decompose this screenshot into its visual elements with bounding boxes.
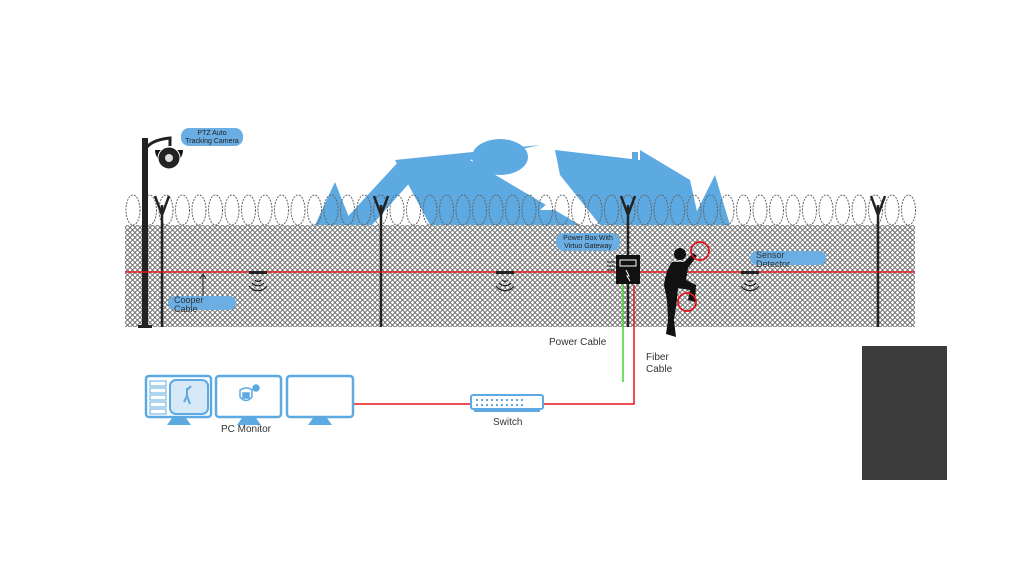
label-line: Sensor [756, 250, 785, 260]
switch-port [496, 404, 498, 406]
switch-port [496, 399, 498, 401]
power-box-icon [607, 255, 640, 284]
ptz-camera-label: PTZ Auto Tracking Camera [181, 128, 243, 146]
switch-port [486, 399, 488, 401]
switch-port [491, 399, 493, 401]
switch-port [486, 404, 488, 406]
switch-label: Switch [493, 417, 523, 428]
pc-monitor-label: PC Monitor [221, 424, 272, 435]
razor-coil [818, 194, 834, 226]
razor-coil [752, 194, 768, 226]
camera-view-person-icon [183, 385, 192, 405]
switch-port [491, 404, 493, 406]
razor-coil [175, 194, 190, 226]
sensor-detector-label: Sensor Detector [750, 250, 826, 269]
fiber-cable-line [353, 285, 635, 405]
monitor-icon [144, 374, 355, 419]
switch-port [506, 399, 508, 401]
label-line: Cable [646, 364, 673, 375]
label-line: Virtuo Gateway [564, 243, 612, 250]
label-line: Cable [174, 304, 198, 314]
server-list-icon [149, 379, 209, 415]
razor-coil [884, 194, 900, 226]
label-line: Power Box With [563, 235, 613, 242]
sensor-icon [248, 271, 268, 292]
razor-coil [802, 194, 817, 226]
power-cable-label: Power Cable [549, 337, 607, 348]
razor-coil [851, 194, 867, 226]
label-line: Tracking Camera [185, 138, 239, 145]
razor-coil [241, 194, 256, 226]
house-background [315, 139, 730, 225]
power-box-label: Power Box With Virtuo Gateway [556, 233, 620, 251]
razor-coil [208, 194, 223, 226]
razor-coil [191, 194, 207, 226]
switch-port [501, 404, 503, 406]
switch-port [516, 399, 518, 401]
label-line: PTZ Auto [197, 130, 227, 137]
switch-port [521, 399, 523, 401]
intruder-silhouette [664, 248, 697, 337]
switch-port [511, 399, 513, 401]
label-line: Detector [756, 259, 791, 269]
switch-port [506, 404, 508, 406]
cooper-cable-label: Cooper Cable [168, 295, 236, 314]
ptz-camera-icon [138, 136, 183, 328]
label-line: Fiber [646, 352, 669, 363]
chain-link-fence [125, 225, 915, 327]
razor-coil [224, 194, 240, 226]
fiber-cable-label: Fiber Cable [646, 352, 672, 376]
sensor-icon [495, 271, 515, 292]
alert-circle-foot [677, 292, 697, 312]
dark-panel [862, 346, 947, 480]
razor-coil [290, 194, 306, 226]
switch-port [501, 399, 503, 401]
switch-port [476, 404, 478, 406]
fence-posts [153, 195, 887, 327]
lock-gear-icon [239, 384, 260, 402]
switch-port [481, 404, 483, 406]
razor-coil [389, 194, 405, 226]
razor-coil [785, 194, 801, 226]
razor-coil [835, 194, 850, 226]
label-line: Cooper [174, 295, 204, 305]
alert-circle-hand [690, 241, 710, 261]
switch-port [511, 404, 513, 406]
monitor-stands [167, 418, 332, 425]
razor-coil [736, 194, 751, 226]
sensor-icon [740, 271, 760, 292]
cable-arrow [199, 273, 207, 296]
razor-coil [307, 194, 322, 226]
switch-port [481, 399, 483, 401]
switch-port [521, 404, 523, 406]
network-switch-icon [470, 394, 544, 412]
sensor-icon [248, 271, 760, 292]
razor-coil [125, 194, 141, 226]
switch-port [476, 399, 478, 401]
razor-coil [769, 194, 784, 226]
razor-coil [274, 194, 289, 226]
razor-coil [901, 194, 916, 226]
razor-coil [257, 194, 273, 226]
switch-port [516, 404, 518, 406]
